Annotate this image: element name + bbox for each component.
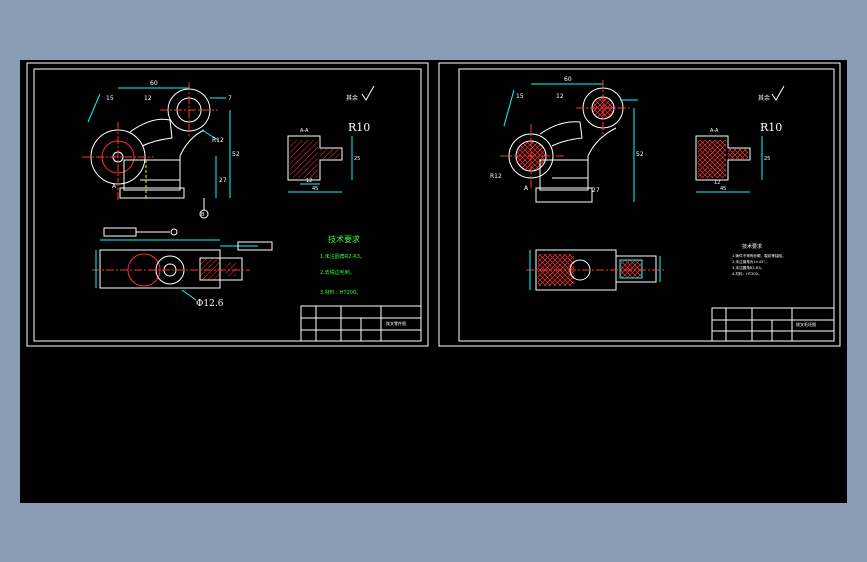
blank-tech-note-2: 3.未注圆角R2-R3。 xyxy=(732,265,764,270)
blank-base-foot xyxy=(535,187,593,203)
sheet-1[interactable]: 60 15 12 R12 52 27 7 A B 其余 A-A R10 xyxy=(26,62,429,347)
sheet-1-front-view[interactable]: 60 15 12 R12 52 27 7 A B xyxy=(82,80,240,219)
section-dim-text-2: 45 xyxy=(312,186,318,192)
blank-title-block-name: 拨叉毛坯图 xyxy=(796,321,816,327)
sheet-1-section-view[interactable]: A-A R10 12 25 45 xyxy=(287,121,370,193)
tolerance-frame-1 xyxy=(103,227,137,237)
section-hatch-2 xyxy=(320,149,340,159)
dim-top-text-1: 15 xyxy=(106,95,114,102)
roughness-icon xyxy=(361,85,375,101)
blank-section-dim-1-text: 25 xyxy=(764,156,770,162)
tech-title: 技术要求 xyxy=(328,234,360,244)
blank-base-block xyxy=(539,159,589,191)
sheet-1-roughness-note: 其余 xyxy=(346,85,375,102)
arm-outline xyxy=(129,118,173,147)
blank-tech-note-1: 2.未注倒角为1×45°。 xyxy=(732,259,769,264)
sheet-2-section-view[interactable]: A-A R10 12 25 45 xyxy=(695,121,782,193)
blank-section-dim-2-text: 45 xyxy=(720,186,726,192)
blank-dim-top-0: 60 xyxy=(564,76,572,83)
blank-view-arrow: A xyxy=(524,185,529,192)
view-arrow-label: A xyxy=(112,183,117,190)
dim-right-text-2: 7 xyxy=(228,95,232,102)
blank-arm-lower xyxy=(552,127,617,179)
blank-arm-outline xyxy=(539,121,583,147)
sheet-1-tech-notes: 技术要求 1.未注圆角R2-R3。 2.去锐边毛刺。 3.材料：HT200。 xyxy=(320,234,365,296)
blank-section-roughness: R10 xyxy=(760,121,782,134)
datum-circle xyxy=(199,209,209,219)
top-view-hatch xyxy=(199,257,221,281)
dim-top-text-3: R12 xyxy=(212,137,224,144)
blank-section-hatch-1 xyxy=(698,140,726,178)
sheet-2[interactable]: 60 15 12 R12 52 27 A 其余 A-A R10 12 25 45 xyxy=(438,62,841,347)
dim-leader-2 xyxy=(201,129,219,141)
callout-circle xyxy=(170,228,178,236)
sheet-2-top-view[interactable] xyxy=(526,249,664,291)
sheet-2-outer-border xyxy=(438,62,841,347)
base-foot xyxy=(119,187,185,199)
section-hatch-1 xyxy=(290,140,318,178)
sheet-1-top-view[interactable]: Φ12.6 xyxy=(92,227,273,309)
top-view-flange xyxy=(219,257,243,281)
tech-note-0: 1.未注圆角R2-R3。 xyxy=(320,253,365,260)
sheet-1-inner-border xyxy=(33,68,422,342)
section-dim-text-0: 12 xyxy=(306,178,312,184)
blank-section-dim-0: 12 xyxy=(714,180,720,186)
tolerance-frame-2 xyxy=(237,241,273,251)
diameter-leader xyxy=(181,289,197,301)
blank-section-hatch-2 xyxy=(728,149,748,159)
blank-roughness-label: 其余 xyxy=(758,94,770,102)
datum-label: B xyxy=(201,212,205,218)
dim-right-text-0: 52 xyxy=(232,151,240,158)
sheet-1-title-block[interactable]: 拨叉零件图 xyxy=(300,305,422,342)
dim-leader-1 xyxy=(87,93,101,123)
blank-dim-top-2: 12 xyxy=(556,93,564,100)
section-label: A-A xyxy=(300,128,309,134)
dim-right-text-1: 27 xyxy=(219,177,227,184)
blank-roughness-icon xyxy=(771,85,785,101)
blank-top-flange xyxy=(615,255,657,283)
blank-dim-right-0: 52 xyxy=(636,151,644,158)
blank-tech-note-0: 1.铸件不得有砂眼、裂纹等缺陷。 xyxy=(732,253,786,258)
base-block xyxy=(123,159,181,191)
blank-section-outline xyxy=(695,135,751,181)
dim-top-text-2: 12 xyxy=(144,95,152,102)
dim-top-text-0: 60 xyxy=(150,80,158,87)
blank-tech-note-3: 4.材料：HT200。 xyxy=(732,271,762,276)
diameter-callout: Φ12.6 xyxy=(196,299,224,309)
roughness-label: 其余 xyxy=(346,94,358,102)
sheet-2-tech-notes: 技术要求 1.铸件不得有砂眼、裂纹等缺陷。 2.未注倒角为1×45°。 3.未注… xyxy=(732,243,786,276)
sheet-2-roughness-note: 其余 xyxy=(758,85,785,102)
model-space-viewport[interactable]: 60 15 12 R12 52 27 7 A B 其余 A-A R10 xyxy=(20,60,847,503)
sheet-2-front-view[interactable]: 60 15 12 R12 52 27 A xyxy=(490,76,644,203)
sheet-1-outer-border xyxy=(26,62,429,347)
section-dim-text-1: 25 xyxy=(354,156,360,162)
section-outline xyxy=(287,135,343,181)
tech-note-1: 2.去锐边毛刺。 xyxy=(320,269,355,276)
tech-note-2: 3.材料：HT200。 xyxy=(320,289,361,296)
arm-lower-outline xyxy=(140,129,205,181)
blank-tech-title: 技术要求 xyxy=(742,243,762,250)
blank-top-hatch-2 xyxy=(619,259,643,279)
blank-leader-1 xyxy=(503,89,515,127)
blank-dim-top-1: 15 xyxy=(516,93,524,100)
blank-dim-right-1: 27 xyxy=(592,187,600,194)
title-block-name: 拨叉零件图 xyxy=(386,320,406,326)
sheet-2-title-block[interactable]: 拨叉毛坯图 xyxy=(711,307,835,342)
blank-title-block-frame xyxy=(711,307,835,342)
blank-dim-top-3: R12 xyxy=(490,173,502,180)
sheet-2-inner-border xyxy=(458,68,835,342)
top-view-flange-hatch xyxy=(226,262,236,276)
section-roughness: R10 xyxy=(348,121,370,134)
blank-section-label: A-A xyxy=(710,128,719,134)
